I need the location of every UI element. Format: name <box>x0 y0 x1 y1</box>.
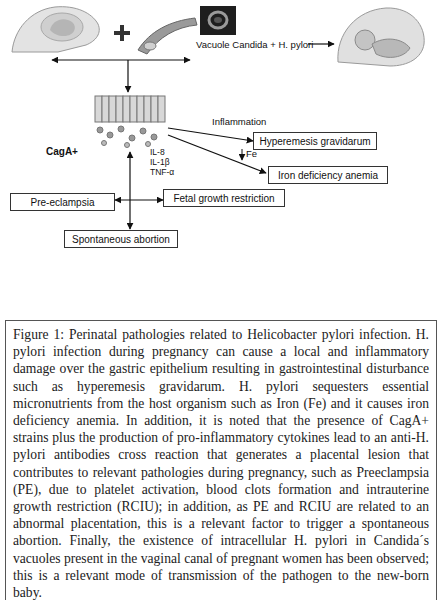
yeast-cell <box>209 12 227 28</box>
cytokine-dot <box>102 141 107 146</box>
candida-illustration <box>138 18 197 54</box>
bacterium <box>129 135 135 141</box>
gastric-epithelium-illustration <box>95 96 165 148</box>
box-text: Fetal growth restriction <box>173 193 274 204</box>
decrease-arrow <box>242 149 243 160</box>
plus-symbol <box>114 25 130 41</box>
box-text-group: Spontaneous abortion <box>72 234 170 245</box>
connector-arrow <box>115 199 163 200</box>
strain-label: CagA+ <box>46 146 78 157</box>
epithelial-cell <box>95 96 102 122</box>
iron-arrow <box>168 135 266 173</box>
outcome-box: Pre-eclampsia <box>10 193 115 211</box>
outcome-box: Spontaneous abortion <box>64 230 178 248</box>
arrow-label: Fe <box>246 148 257 159</box>
body-silhouette <box>12 7 99 52</box>
box-text-group: Hyperemesis gravidarum <box>259 136 370 147</box>
epithelial-cell <box>116 96 123 122</box>
epithelial-cell <box>102 96 109 122</box>
baby-head <box>355 30 375 50</box>
outcome-box: Fetal growth restriction <box>163 189 285 207</box>
cytokine-label: TNF-α <box>150 167 174 177</box>
vertical-double-arrow <box>129 152 130 229</box>
bacterium <box>151 134 157 140</box>
bacterium <box>140 128 146 134</box>
bacterium <box>107 132 113 138</box>
cytokine-dot <box>125 143 130 148</box>
arrow-label: Inflammation <box>212 116 266 127</box>
box-text: Iron deficiency anemia <box>278 170 378 181</box>
plus-bar <box>120 25 124 41</box>
uterus-shape <box>41 13 83 41</box>
outcome-box: Hyperemesis gravidarum <box>253 132 377 150</box>
pregnant-woman-illustration <box>12 7 99 52</box>
vacuole-spot <box>214 17 222 23</box>
box-text-group: Fetal growth restriction <box>173 193 274 204</box>
cytokine-dot <box>146 142 151 147</box>
vacuole-shape <box>144 42 156 50</box>
epithelial-cell <box>137 96 144 122</box>
baby-body <box>372 39 410 57</box>
bacterium <box>97 127 103 133</box>
micrograph-frame <box>200 6 236 35</box>
box-text-group: Iron deficiency anemia <box>278 170 378 181</box>
box-text: Spontaneous abortion <box>72 234 170 245</box>
epithelial-cell <box>123 96 130 122</box>
epithelial-cell <box>144 96 151 122</box>
newborn-illustration <box>338 8 424 66</box>
box-text-group: Pre-eclampsia <box>31 197 95 208</box>
inflammation-arrow <box>168 128 253 141</box>
fetus-shape <box>50 19 75 36</box>
epithelial-cell <box>158 96 165 122</box>
cytokine-label: IL-8 <box>150 147 165 157</box>
epithelial-cell <box>151 96 158 122</box>
figure-caption: Figure 1: Perinatal pathologies related … <box>5 320 437 600</box>
outcome-box: Iron deficiency anemia <box>268 166 388 184</box>
candida-hypha <box>138 18 197 54</box>
box-text: Pre-eclampsia <box>31 197 95 208</box>
cytokine-label: IL-1β <box>150 157 170 167</box>
double-arrow <box>52 59 190 60</box>
womb-shape <box>338 8 424 66</box>
transmission-label: Vacuole Candida + H. pylori <box>196 39 313 50</box>
down-arrow <box>127 60 128 92</box>
epithelial-cell <box>130 96 137 122</box>
bacterium <box>118 126 124 132</box>
epithelial-cell <box>109 96 116 122</box>
box-text: Hyperemesis gravidarum <box>259 136 370 147</box>
micrograph-image <box>200 6 236 35</box>
